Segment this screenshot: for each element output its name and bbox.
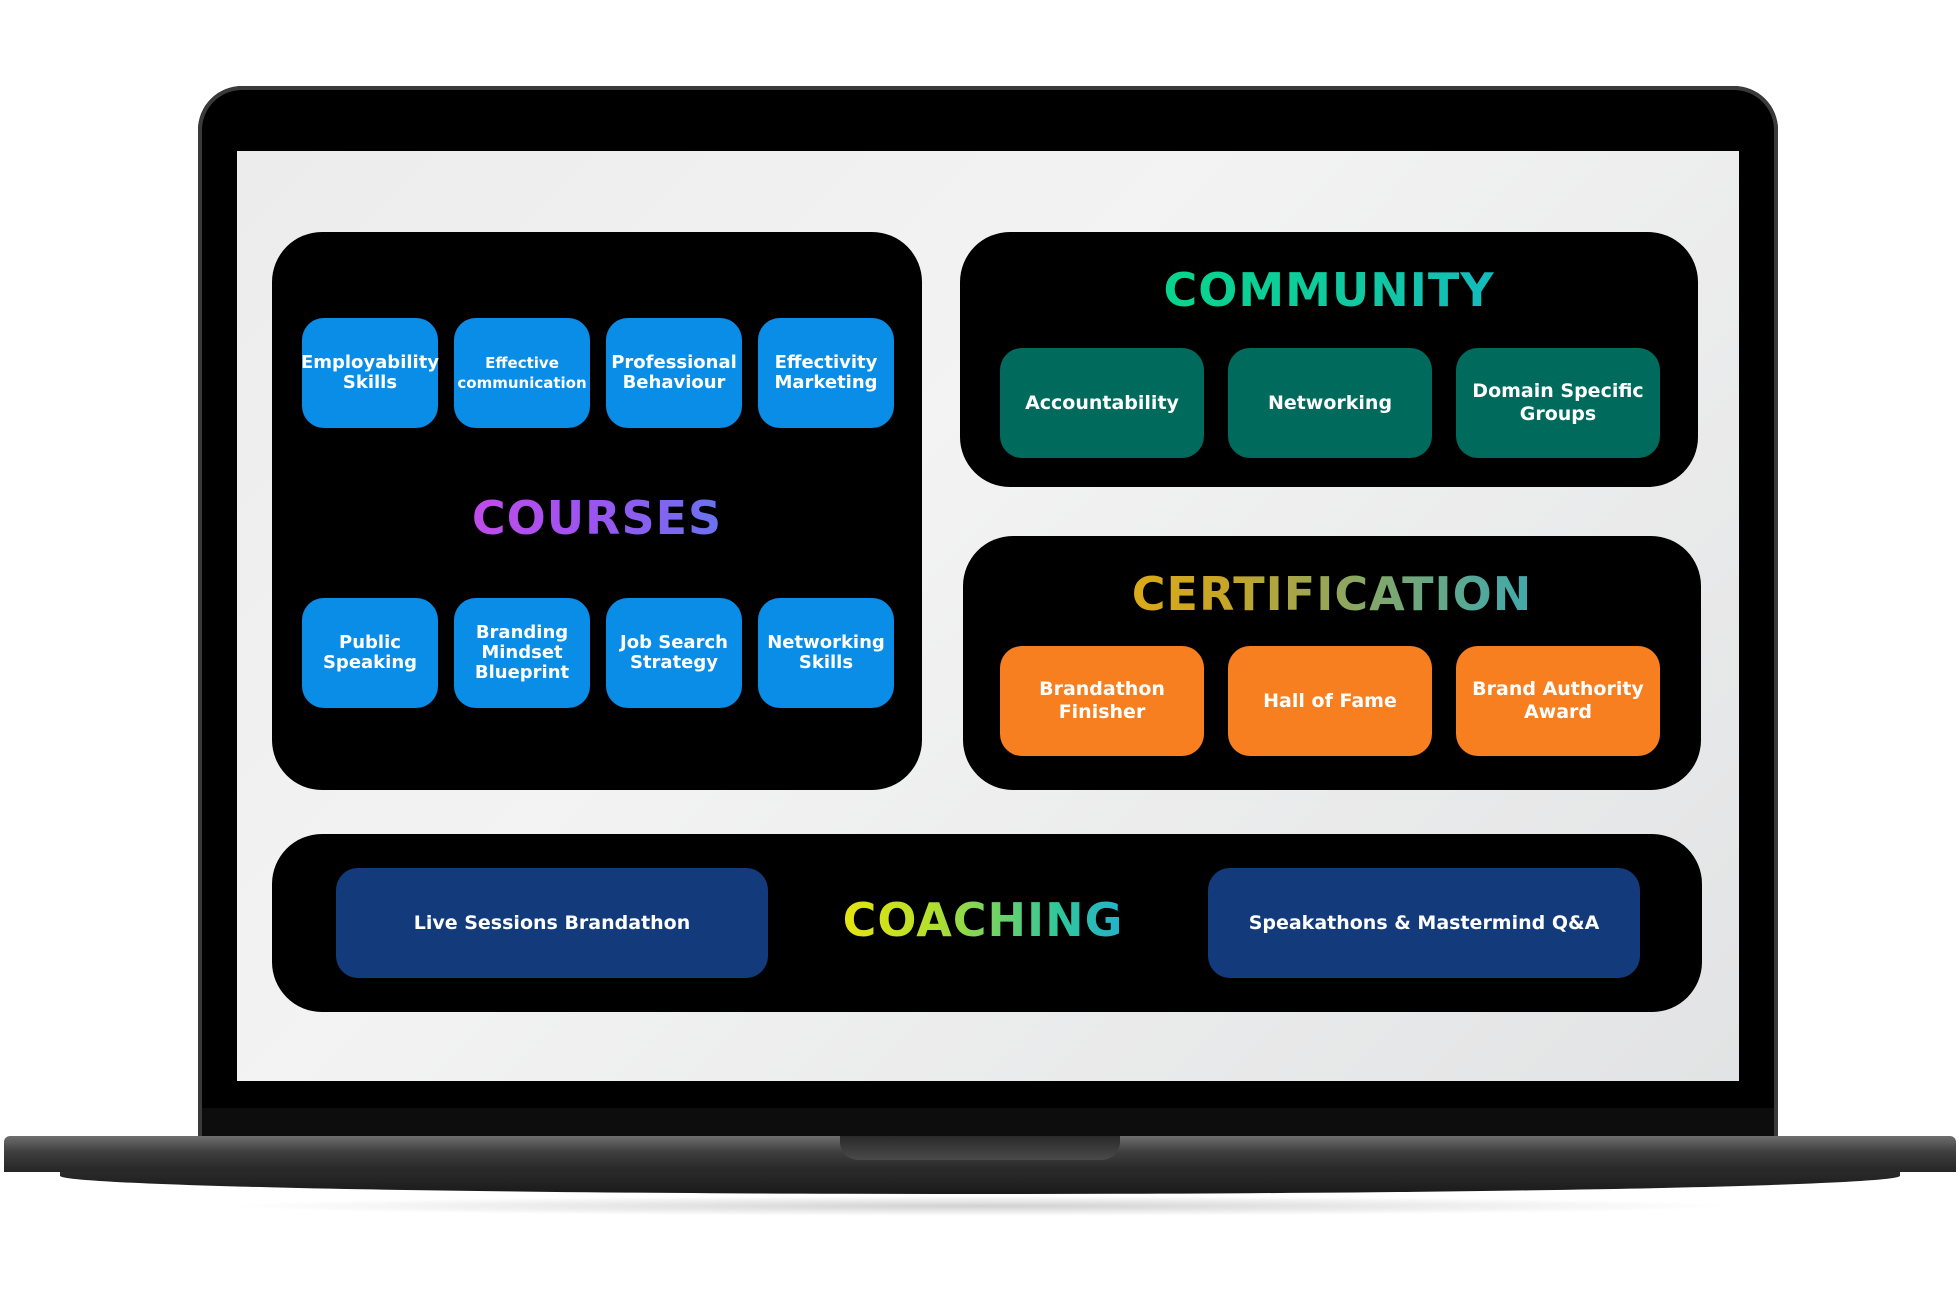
laptop-hinge [202, 1108, 1774, 1136]
laptop-notch [840, 1136, 1120, 1160]
courses-title: COURSES [272, 490, 922, 546]
course-public-speaking[interactable]: Public Speaking [302, 598, 438, 708]
coaching-title: COACHING [798, 892, 1168, 948]
course-employability-skills[interactable]: Employability Skills [301, 318, 439, 428]
certification-title: CERTIFICATION [963, 566, 1701, 622]
course-effectivity-marketing[interactable]: Effectivity Marketing [758, 318, 894, 428]
course-networking-skills[interactable]: Networking Skills [758, 598, 894, 708]
coaching-live-sessions[interactable]: Live Sessions Brandathon [336, 868, 768, 978]
laptop-base-bottom [60, 1172, 1900, 1194]
certification-brandathon-finisher[interactable]: Brandathon Finisher [1000, 646, 1204, 756]
coaching-speakathons-mastermind[interactable]: Speakathons & Mastermind Q&A [1208, 868, 1640, 978]
certification-hall-of-fame[interactable]: Hall of Fame [1228, 646, 1432, 756]
course-branding-mindset-blueprint[interactable]: Branding Mindset Blueprint [454, 598, 590, 708]
community-accountability[interactable]: Accountability [1000, 348, 1204, 458]
laptop-shadow [220, 1196, 1740, 1216]
community-title: COMMUNITY [960, 262, 1698, 318]
community-networking[interactable]: Networking [1228, 348, 1432, 458]
course-professional-behaviour[interactable]: Professional Behaviour [606, 318, 742, 428]
certification-brand-authority-award[interactable]: Brand Authority Award [1456, 646, 1660, 756]
community-domain-specific-groups[interactable]: Domain Specific Groups [1456, 348, 1660, 458]
course-job-search-strategy[interactable]: Job Search Strategy [606, 598, 742, 708]
course-effective-communication[interactable]: Effective communication [454, 318, 590, 428]
